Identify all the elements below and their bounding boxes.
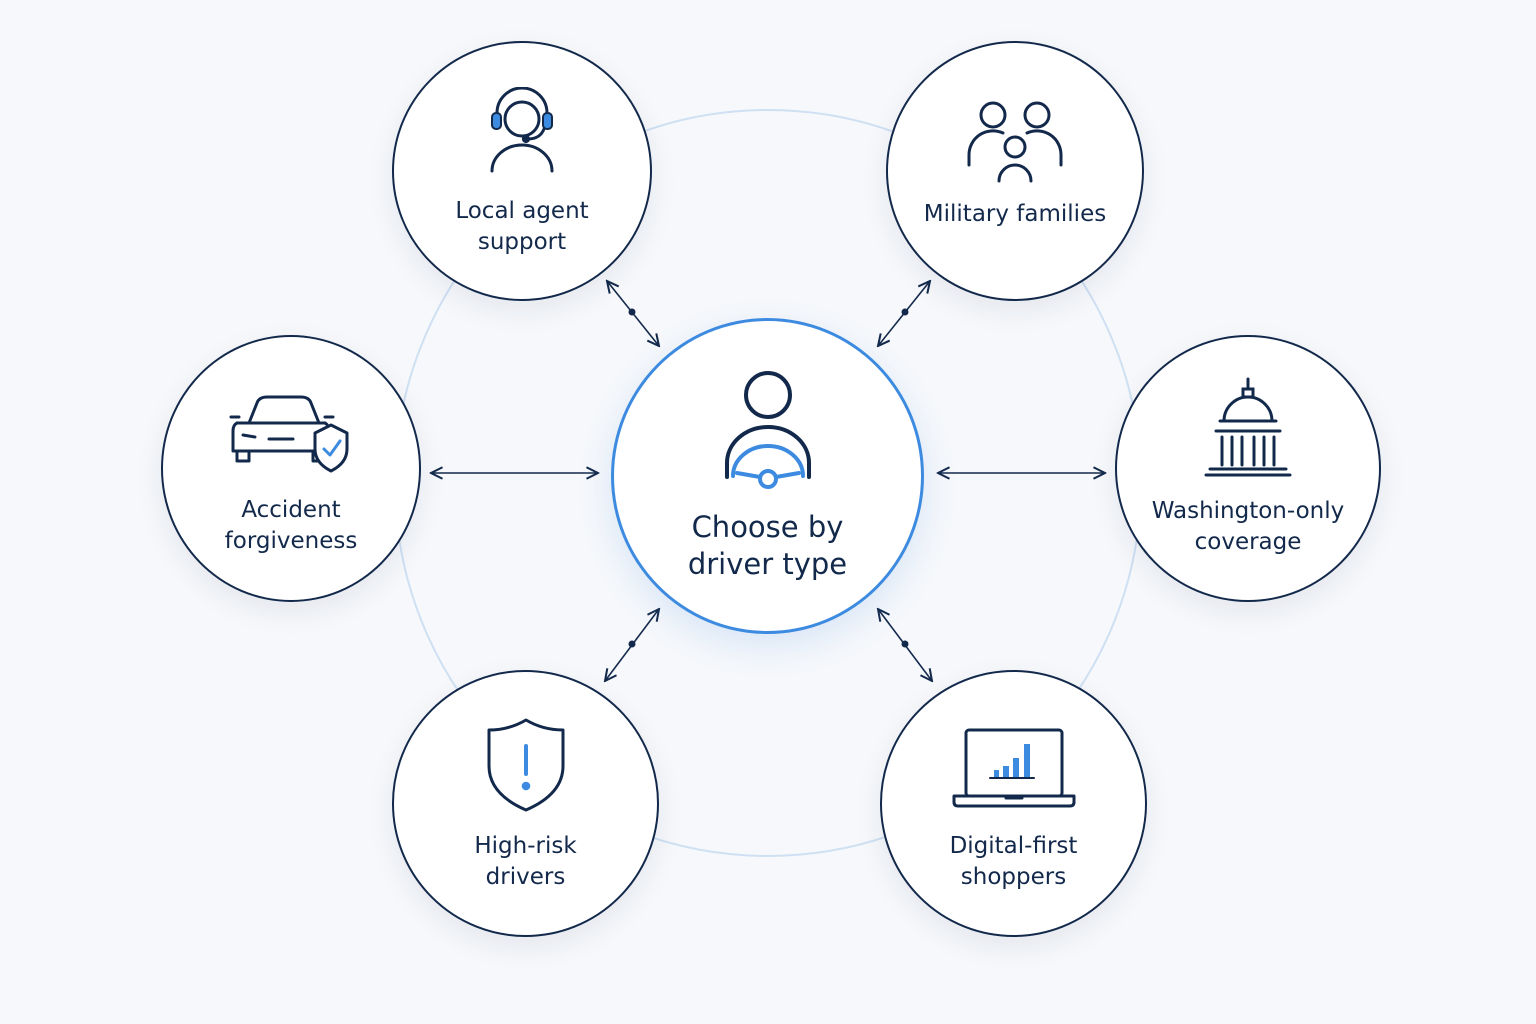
label-washington-only: Washington-only coverage [1117,496,1379,558]
label-line: forgiveness [224,528,358,554]
label-military-families: Military families [888,199,1142,230]
node-military-families: Military families [886,41,1144,301]
laptop-chart-icon [952,726,1076,814]
headset-agent-icon [482,86,562,181]
label-line: drivers [485,864,566,890]
label-line: shoppers [960,864,1067,890]
node-washington-only: Washington-only coverage [1115,335,1381,602]
label-local-agent: Local agent support [394,196,650,258]
node-accident-forgiveness: Accident forgiveness [161,335,421,602]
center-title-line: driver type [687,547,848,581]
driver-steering-wheel-icon [713,369,823,499]
node-digital-first-shoppers: Digital-first shoppers [880,670,1147,937]
label-accident-forgiveness: Accident forgiveness [163,495,419,557]
label-line: Accident [241,497,341,523]
label-line: Military families [923,201,1107,227]
car-shield-icon [229,393,353,477]
capitol-building-icon [1202,377,1294,485]
label-line: support [477,229,567,255]
center-title-line: Choose by [691,510,844,544]
label-high-risk-drivers: High-risk drivers [394,831,657,893]
label-line: Digital-first [949,833,1078,859]
node-center-driver-type: Choose by driver type [611,318,924,634]
family-group-icon [963,99,1067,187]
label-line: High-risk [474,833,577,859]
label-digital-first-shoppers: Digital-first shoppers [882,831,1145,893]
label-center: Choose by driver type [614,509,921,583]
node-high-risk-drivers: High-risk drivers [392,670,659,937]
label-line: Local agent [455,198,589,224]
node-local-agent: Local agent support [392,41,652,301]
label-line: Washington-only [1151,498,1345,524]
label-line: coverage [1194,529,1302,555]
shield-alert-icon [485,716,567,818]
